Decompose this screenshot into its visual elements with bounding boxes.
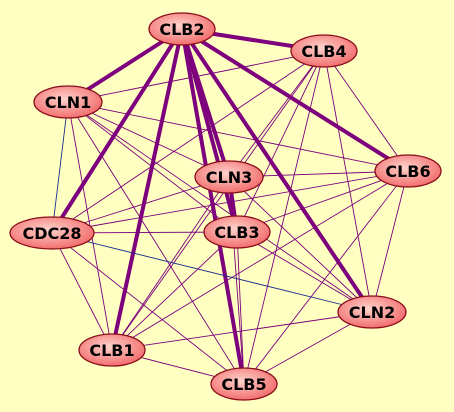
edge-clb3-clb1 [111,231,238,351]
edge-cdc28-clb5 [51,232,245,385]
node-shape [290,34,358,68]
edge-cln1-clb5 [67,101,245,385]
node-label: CLN1 [45,93,91,112]
edge-clb6-clb5 [243,170,409,385]
edge-clb1-cln2 [111,311,373,351]
node-cln2[interactable]: CLN2 [337,295,407,329]
edge-cln1-clb3 [67,101,238,233]
node-clb1[interactable]: CLB1 [78,333,146,367]
node-label: CLB2 [159,20,204,39]
node-label: CLN2 [349,303,395,322]
edge-cln1-clb6 [67,101,409,172]
node-clb3[interactable]: CLB3 [203,215,271,249]
edge-cln1-cln3 [67,101,230,178]
node-label: CLB3 [214,223,259,242]
node-shape [203,215,271,249]
node-cln1[interactable]: CLN1 [33,85,103,119]
node-shape [148,12,216,46]
node-label: CLB4 [301,42,346,61]
edge-clb2-cln2 [180,27,374,314]
node-label: CLB1 [89,341,134,360]
edge-clb3-cln2 [236,231,373,313]
edge-clb3-clb5 [236,231,245,385]
node-shape [33,85,103,119]
node-label: CLB6 [385,162,430,181]
node-clb2[interactable]: CLB2 [148,12,216,46]
edge-clb2-cdc28 [50,27,184,235]
edge-clb4-clb1 [111,50,325,351]
node-shape [194,160,264,194]
edge-clb2-clb5 [180,27,246,386]
node-shape [210,367,278,401]
edge-clb4-cdc28 [51,50,325,234]
edge-clb2-clb6 [180,27,410,173]
node-cln3[interactable]: CLN3 [194,160,264,194]
node-clb5[interactable]: CLB5 [210,367,278,401]
edge-clb6-clb3 [236,170,409,233]
node-shape [9,216,95,250]
node-label: CDC28 [22,224,81,243]
edge-cdc28-cln2 [51,232,373,313]
edge-clb2-clb1 [110,27,184,352]
node-shape [374,154,442,188]
node-shape [337,295,407,329]
edge-cdc28-clb1 [51,232,113,351]
edge-clb4-cln3 [228,50,325,178]
node-label: CLB5 [221,375,266,394]
edge-clb6-clb1 [111,170,409,351]
edge-cln1-clb4 [67,50,325,103]
node-clb4[interactable]: CLB4 [290,34,358,68]
edge-cln3-clb5 [228,176,245,385]
edge-clb4-clb6 [323,50,409,172]
edge-cln3-clb1 [111,176,230,351]
edge-cln3-cln2 [228,176,373,313]
node-cdc28[interactable]: CDC28 [9,216,95,250]
edge-cln1-cdc28 [51,101,69,234]
edge-clb6-cdc28 [51,170,409,234]
node-clb6[interactable]: CLB6 [374,154,442,188]
edge-cln1-cln2 [67,101,373,313]
edge-clb6-cln2 [371,170,409,313]
node-shape [78,333,146,367]
edge-clb4-clb3 [236,50,325,233]
node-label: CLN3 [206,168,252,187]
